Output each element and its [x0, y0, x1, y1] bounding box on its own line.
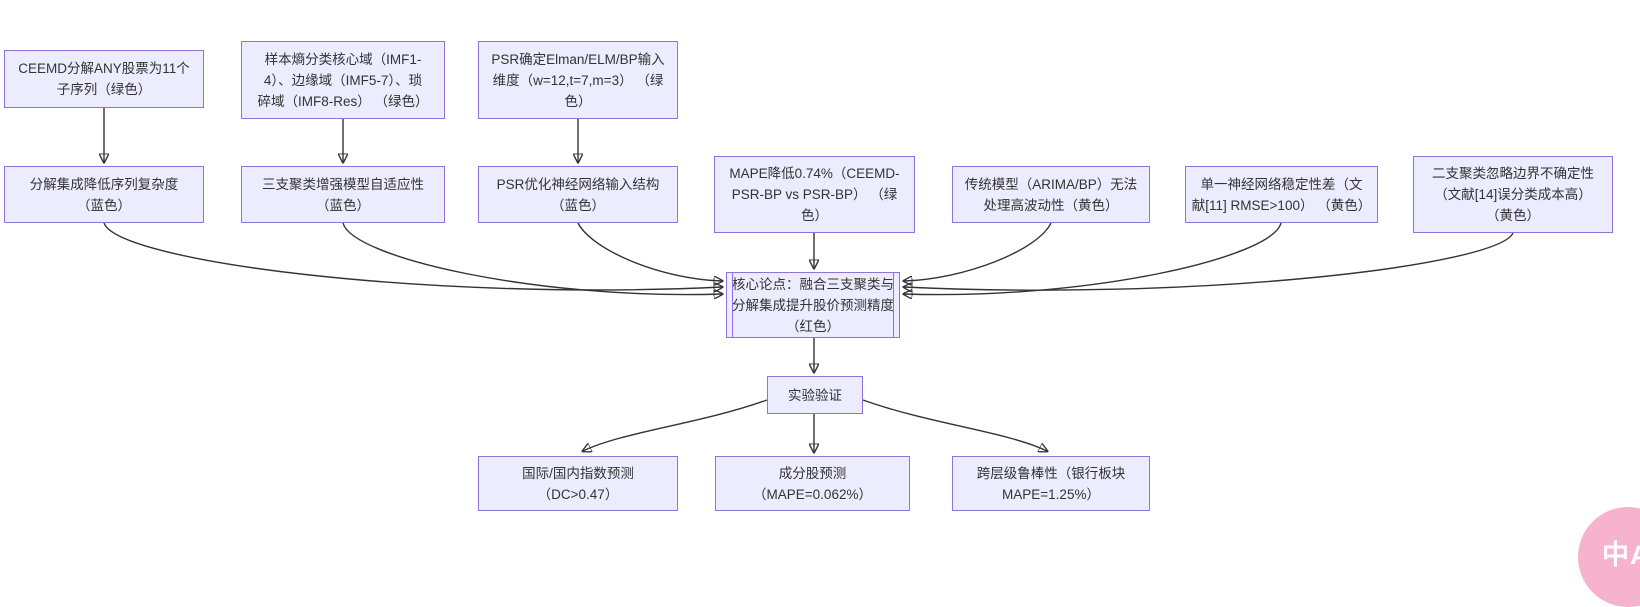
node-psr-input-dimension: PSR确定Elman/ELM/BP输入 维度（w=12,t=7,m=3） （绿 … — [478, 41, 678, 119]
node-index-pred-label: 国际/国内指数预测 （DC>0.47） — [522, 465, 634, 502]
node-index-prediction: 国际/国内指数预测 （DC>0.47） — [478, 456, 678, 511]
node-three-way-label: 三支聚类增强模型自适应性 （蓝色） — [262, 176, 424, 213]
node-psr-input-label: PSR确定Elman/ELM/BP输入 维度（w=12,t=7,m=3） （绿 … — [491, 51, 665, 109]
edge-traditional-to-core — [904, 222, 1052, 281]
node-decomp-label: 分解集成降低序列复杂度 （蓝色） — [29, 176, 179, 213]
node-component-pred-label: 成分股预测 （MAPE=0.062%） — [753, 465, 872, 502]
node-core-label: 核心论点：融合三支聚类与 分解集成提升股价预测精度 （红色） — [732, 276, 894, 334]
node-robustness-label: 跨层级鲁棒性（银行板块 MAPE=1.25%） — [976, 465, 1126, 502]
edge-decomp-to-core — [103, 222, 722, 290]
node-cross-level-robustness: 跨层级鲁棒性（银行板块 MAPE=1.25%） — [952, 456, 1150, 511]
edge-twoway-to-core — [904, 232, 1514, 290]
diagram-canvas: CEEMD分解ANY股票为11个 子序列（绿色） 样本熵分类核心域（IMF1- … — [0, 41, 1640, 607]
node-sample-entropy-label: 样本熵分类核心域（IMF1- 4）、边缘域（IMF5-7）、琐 碎域（IMF8-… — [257, 51, 429, 109]
edge-layer — [0, 108, 1514, 574]
node-ceemd-decomposition: CEEMD分解ANY股票为11个 子序列（绿色） — [4, 50, 204, 108]
edge-psropt-to-core — [577, 222, 722, 281]
node-psr-opt-label: PSR优化神经网络输入结构 （蓝色） — [496, 176, 660, 213]
node-core-thesis: 核心论点：融合三支聚类与 分解集成提升股价预测精度 （红色） — [726, 272, 900, 338]
node-mape-reduction: MAPE降低0.74%（CEEMD- PSR-BP vs PSR-BP） （绿 … — [714, 156, 915, 233]
node-mape-label: MAPE降低0.74%（CEEMD- PSR-BP vs PSR-BP） （绿 … — [729, 166, 900, 223]
node-two-way-clustering: 二支聚类忽略边界不确定性 （文献[14]误分类成本高） （黄色） — [1413, 156, 1613, 233]
node-experiment-label: 实验验证 — [788, 387, 842, 403]
node-component-stock-prediction: 成分股预测 （MAPE=0.062%） — [715, 456, 910, 511]
node-experiment-validation: 实验验证 — [767, 376, 863, 414]
node-single-nn-label: 单一神经网络稳定性差（文 献[11] RMSE>100） （黄色） — [1191, 176, 1372, 213]
translate-fab-label: 中A — [1602, 540, 1640, 570]
edge-experiment-to-robust — [862, 399, 1047, 451]
node-psr-optimization: PSR优化神经网络输入结构 （蓝色） — [478, 166, 678, 223]
edge-singlenn-to-core — [904, 222, 1282, 295]
node-three-way-clustering: 三支聚类增强模型自适应性 （蓝色） — [241, 166, 445, 223]
edge-experiment-to-index — [583, 399, 768, 451]
edge-threeway-to-core — [342, 222, 722, 295]
node-two-way-label: 二支聚类忽略边界不确定性 （文献[14]误分类成本高） （黄色） — [1432, 166, 1594, 223]
node-single-neural-network: 单一神经网络稳定性差（文 献[11] RMSE>100） （黄色） — [1185, 166, 1378, 223]
node-decomposition-ensemble: 分解集成降低序列复杂度 （蓝色） — [4, 166, 204, 223]
node-ceemd-label: CEEMD分解ANY股票为11个 子序列（绿色） — [18, 61, 190, 97]
node-sample-entropy: 样本熵分类核心域（IMF1- 4）、边缘域（IMF5-7）、琐 碎域（IMF8-… — [241, 41, 445, 119]
node-traditional-models: 传统模型（ARIMA/BP）无法 处理高波动性（黄色） — [952, 166, 1150, 223]
node-traditional-label: 传统模型（ARIMA/BP）无法 处理高波动性（黄色） — [964, 176, 1138, 213]
